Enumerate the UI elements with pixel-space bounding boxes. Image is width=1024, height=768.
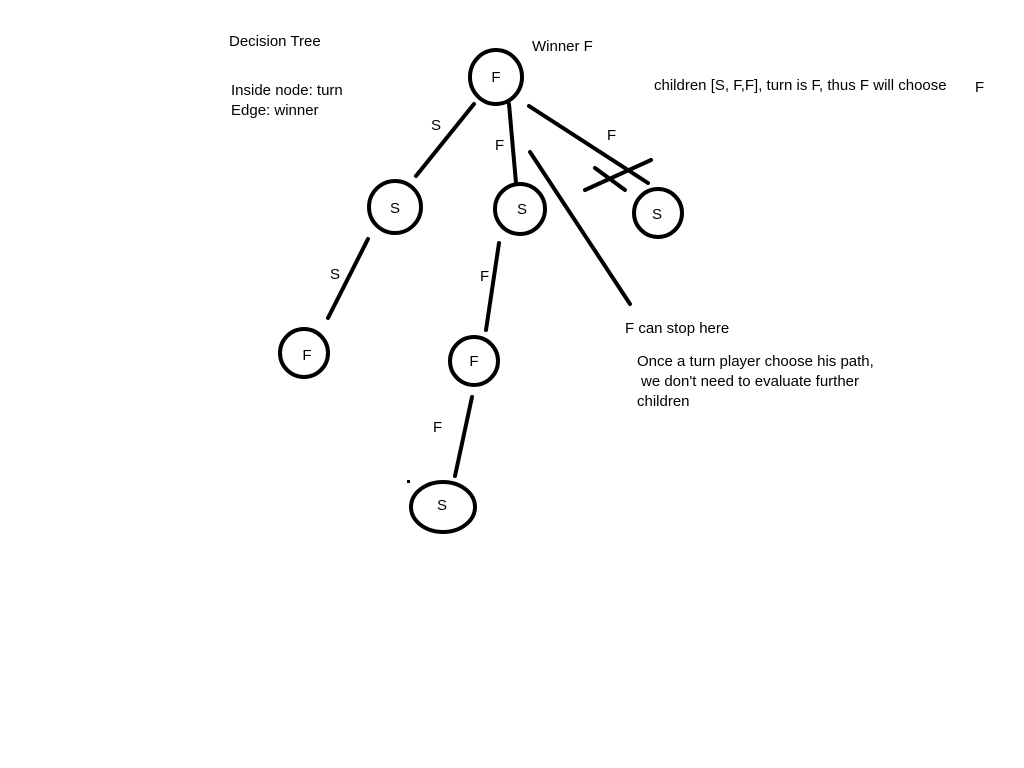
children-note-choice: F	[975, 79, 984, 96]
node-middle-grandchild: S	[409, 480, 477, 534]
diagram-title: Decision Tree	[229, 33, 321, 50]
node-root: F	[468, 48, 524, 106]
legend-node-meaning: Inside node: turn	[231, 82, 343, 99]
edge-middlechild-to-grandchild	[453, 395, 474, 478]
prune-cross-stroke-a	[583, 158, 653, 192]
svg-text:S: S	[517, 201, 527, 218]
stop-note: F can stop here	[625, 320, 729, 337]
explanation-line-3: children	[637, 393, 690, 410]
svg-text:S: S	[390, 200, 400, 217]
svg-text:S: S	[652, 206, 662, 223]
node-middle-child: F	[448, 335, 500, 387]
stop-pointer-line	[528, 150, 632, 306]
children-note: children [S, F,F], turn is F, thus F wil…	[654, 77, 947, 94]
edge-label-middlechild-grandchild: F	[433, 419, 442, 436]
edge-label-root-right: F	[607, 127, 616, 144]
svg-text:F: F	[491, 69, 500, 86]
explanation-line-1: Once a turn player choose his path,	[637, 353, 874, 370]
edge-label-middle-middlechild: F	[480, 268, 489, 285]
node-left-child: F	[278, 327, 330, 379]
prune-cross-stroke-b	[593, 166, 627, 192]
svg-text:S: S	[437, 497, 447, 514]
legend-edge-meaning: Edge: winner	[231, 102, 319, 119]
edge-label-root-middle: F	[495, 137, 504, 154]
node-right: S	[632, 187, 684, 239]
root-winner-annotation: Winner F	[532, 38, 593, 55]
node-left: S	[367, 179, 423, 235]
edge-root-to-left	[414, 102, 476, 178]
explanation-line-2: we don't need to evaluate further	[640, 373, 859, 390]
edge-label-root-left: S	[431, 117, 441, 134]
svg-text:F: F	[469, 353, 478, 370]
edge-left-to-leftchild	[326, 237, 370, 320]
svg-text:F: F	[302, 347, 311, 364]
edge-label-left-leftchild: S	[330, 266, 340, 283]
stray-ink-dot	[407, 480, 410, 483]
edge-middle-to-middlechild	[484, 241, 501, 332]
edge-root-to-middle	[507, 102, 518, 185]
node-middle: S	[493, 182, 547, 236]
